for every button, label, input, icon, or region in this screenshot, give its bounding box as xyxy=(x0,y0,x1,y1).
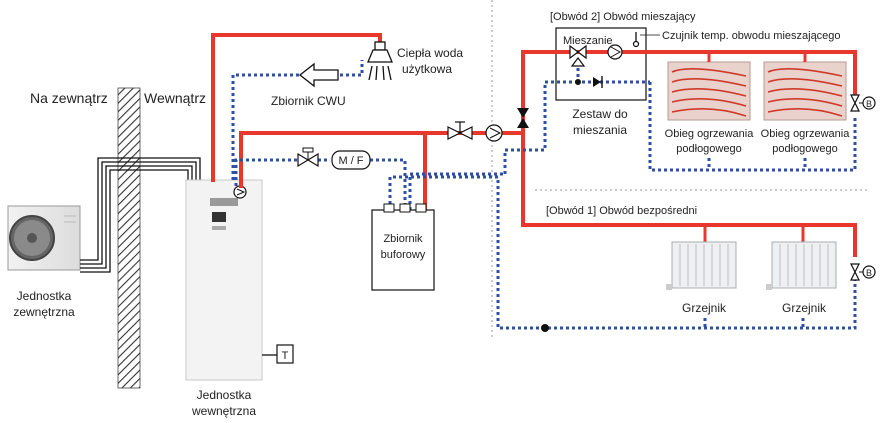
shower-icon xyxy=(367,41,393,81)
inside-label: Wewnątrz xyxy=(144,90,206,106)
circuit2-label: [Obwód 2] Obwód mieszający xyxy=(550,11,696,23)
thermostat-box xyxy=(276,344,294,364)
direct-supply-pipe xyxy=(521,131,857,257)
arrow-left-icon xyxy=(298,62,339,88)
radiator-label-1: Grzejnik xyxy=(682,301,727,315)
mixing-supply-pipe xyxy=(546,50,857,97)
radiator-label-2: Grzejnik xyxy=(782,301,827,315)
balancing-valve-icon xyxy=(850,263,876,281)
mixing-return-pipe xyxy=(503,80,578,174)
pump-b-label-2: B xyxy=(866,268,872,278)
pump-b-label-1: B xyxy=(866,99,872,109)
dhw-return-pipe xyxy=(340,60,364,77)
indoor-unit-label-1: Jednostka xyxy=(197,388,252,402)
indoor-unit-label-2: wewnętrzna xyxy=(191,404,256,418)
dhw-supply-pipe xyxy=(211,33,382,182)
mixing-kit-label-1: Zestaw do xyxy=(572,107,628,121)
mf-box xyxy=(331,150,371,170)
balancing-valve-icon xyxy=(850,94,876,112)
floor-label-2b: podłogowego xyxy=(772,143,837,155)
floor-heating-panel xyxy=(667,52,751,121)
radiator-icon xyxy=(766,225,837,290)
buffer-label-2: buforowy xyxy=(381,249,426,261)
floor-label-1a: Obieg ogrzewania xyxy=(665,128,755,140)
refrigerant-pipe xyxy=(80,161,197,265)
thermostat-label: T xyxy=(282,350,289,362)
valve-icon xyxy=(517,108,529,128)
mf-label: M / F xyxy=(338,155,363,167)
dhw-label-1: Ciepła woda xyxy=(397,46,463,60)
circuit1-label: [Obwód 1] Obwód bezpośredni xyxy=(546,205,697,217)
main-return-pipe xyxy=(370,158,407,210)
outdoor-unit xyxy=(7,205,81,271)
mixing-sensor-label: Czujnik temp. obwodu mieszającego xyxy=(662,30,841,42)
buffer-return-pipe xyxy=(408,172,505,210)
main-supply-pipe xyxy=(239,50,550,188)
outside-label: Na zewnątrz xyxy=(30,90,108,106)
mixing-kit-label-2: mieszania xyxy=(573,123,627,137)
refrigerant-pipe xyxy=(80,169,189,273)
pump-icon xyxy=(607,44,623,60)
mixing-valve-icon xyxy=(569,44,587,67)
buffer-label-1: Zbiornik xyxy=(383,233,423,245)
dhw-return-pipe xyxy=(231,73,300,180)
buffer-return-pipe xyxy=(388,175,857,330)
mixing-kit-box xyxy=(555,27,647,101)
junction-dot xyxy=(575,79,581,85)
radiator-icon xyxy=(666,225,737,290)
valve-icon xyxy=(297,147,319,168)
outdoor-unit-label-1: Jednostka xyxy=(17,289,72,303)
floor-label-2a: Obieg ogrzewania xyxy=(761,128,851,140)
pump-icon xyxy=(485,124,503,142)
junction-dot xyxy=(541,324,549,332)
dhw-label-2: użytkowa xyxy=(402,62,452,76)
valve-icon xyxy=(447,121,473,140)
floor-return-pipe xyxy=(648,82,857,172)
indoor-unit xyxy=(185,179,263,381)
floor-heating-panel xyxy=(763,52,847,121)
dhw-tank-label: Zbiornik CWU xyxy=(271,94,346,108)
refrigerant-pipe xyxy=(80,157,201,261)
mixing-label: Mieszanie xyxy=(563,35,613,47)
refrigerant-pipe xyxy=(80,165,193,269)
outdoor-unit-label-2: zewnętrzna xyxy=(13,305,75,319)
thermometer-icon xyxy=(632,32,640,48)
mixing-bypass-pipe xyxy=(576,62,650,84)
wall xyxy=(117,87,141,389)
floor-label-1b: podłogowego xyxy=(676,143,741,155)
check-valve-icon xyxy=(593,76,603,88)
main-return-pipe xyxy=(234,158,298,186)
